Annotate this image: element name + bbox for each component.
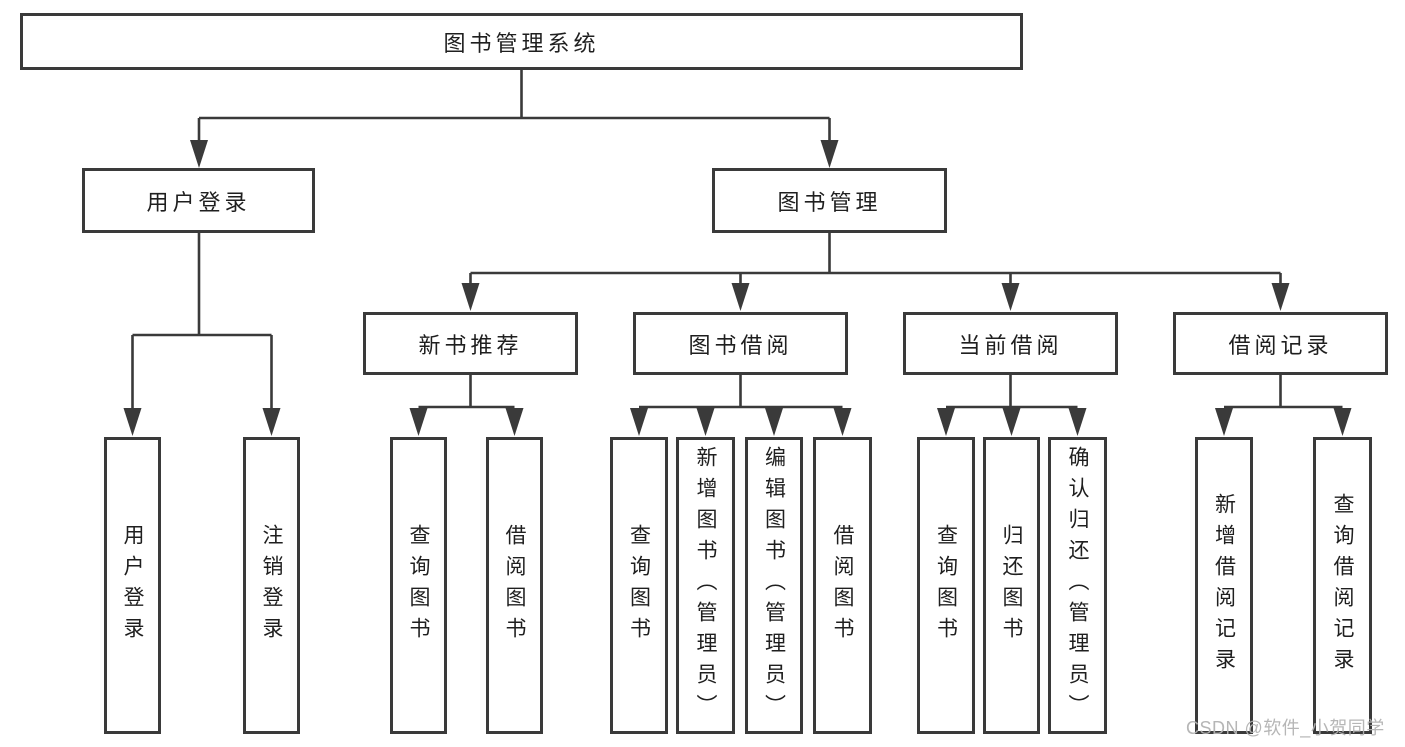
leaf-confirm-return-admin: 确认归还（管理员）: [1048, 437, 1107, 734]
node-book-borrow: 图书借阅: [633, 312, 848, 375]
node-label: 查询图书: [407, 523, 430, 648]
leaf-add-books-admin: 新增图书（管理员）: [676, 437, 735, 734]
node-label: 新增借阅记录: [1212, 492, 1236, 679]
node-book-management: 图书管理: [712, 168, 947, 233]
node-label: 新增图书（管理员）: [694, 446, 717, 725]
node-label: 用户登录: [121, 523, 144, 648]
node-borrow-record: 借阅记录: [1173, 312, 1388, 375]
leaf-query-books-3: 查询图书: [917, 437, 975, 734]
connector-paths: [131, 70, 1343, 409]
node-label: 查询图书: [934, 523, 958, 648]
node-label: 注销登录: [260, 523, 283, 648]
node-label: 查询借阅记录: [1331, 492, 1354, 679]
node-new-book-recommend: 新书推荐: [363, 312, 578, 375]
node-label: 借阅图书: [831, 523, 854, 648]
node-label: 用户登录: [146, 189, 251, 215]
node-label: 借阅记录: [1228, 332, 1333, 358]
leaf-query-borrow-record: 查询借阅记录: [1313, 437, 1372, 734]
leaf-borrow-books-1: 借阅图书: [486, 437, 543, 734]
leaf-add-borrow-record: 新增借阅记录: [1195, 437, 1253, 734]
node-label: 归还图书: [1000, 523, 1023, 648]
node-label: 当前借阅: [958, 332, 1063, 358]
node-label: 图书管理系统: [443, 30, 600, 56]
node-label: 新书推荐: [418, 332, 523, 358]
csdn-watermark: CSDN @软件_小贺同学: [1186, 718, 1385, 738]
node-label: 借阅图书: [503, 523, 526, 648]
node-user-login: 用户登录: [82, 168, 315, 233]
leaf-user-login: 用户登录: [104, 437, 161, 734]
node-current-borrow: 当前借阅: [903, 312, 1118, 375]
leaf-return-books: 归还图书: [983, 437, 1040, 734]
leaf-logout: 注销登录: [243, 437, 300, 734]
leaf-query-books-1: 查询图书: [390, 437, 447, 734]
node-label: 确认归还（管理员）: [1066, 446, 1089, 725]
node-root: 图书管理系统: [20, 13, 1023, 70]
leaf-query-books-2: 查询图书: [610, 437, 668, 734]
leaf-edit-books-admin: 编辑图书（管理员）: [745, 437, 803, 734]
node-label: 图书借阅: [688, 332, 793, 358]
node-label: 图书管理: [777, 189, 882, 215]
arrowheads: [123, 140, 1352, 436]
leaf-borrow-books-2: 借阅图书: [813, 437, 872, 734]
node-label: 编辑图书（管理员）: [762, 446, 786, 725]
node-label: 查询图书: [627, 523, 651, 648]
